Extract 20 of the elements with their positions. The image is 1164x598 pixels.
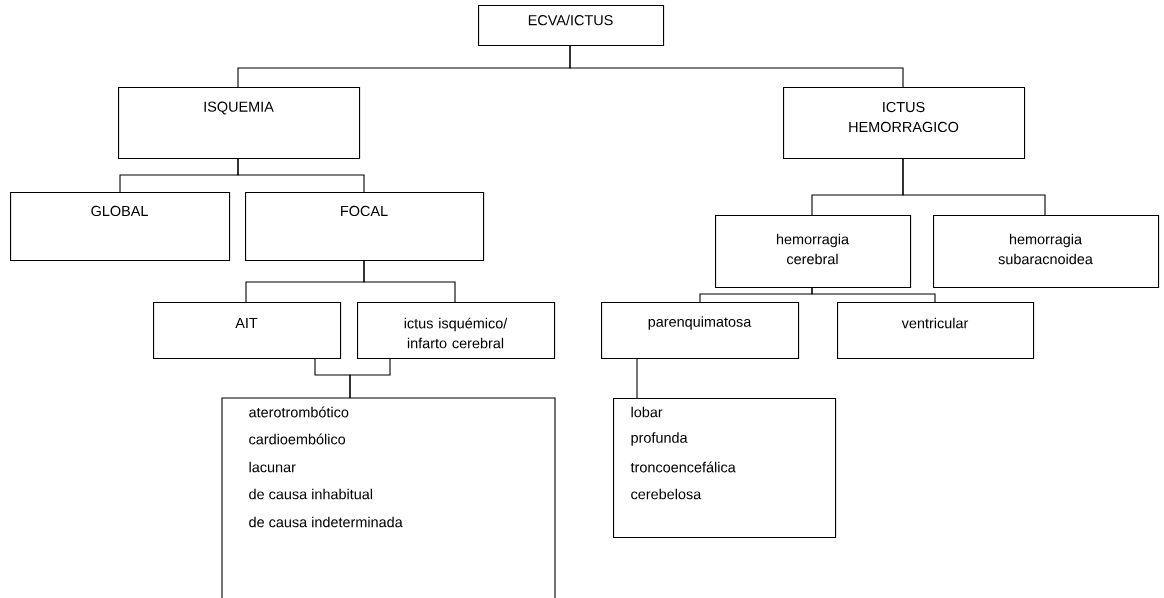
category-box: AIT <box>153 302 342 360</box>
connector-line <box>349 358 391 399</box>
category-box: ventricular <box>837 302 1035 360</box>
category-box: parenquimatosa <box>601 302 800 360</box>
list-box: lobar profunda troncoencefálica cerebelosa <box>613 398 837 539</box>
connector-line <box>902 158 1046 216</box>
list-box: aterotrombótico cardioembólico lacunar de causa inhabitual de causa indeterminada <box>221 397 556 598</box>
connector-line <box>811 287 936 303</box>
category-box: hemorragia cerebral <box>715 215 912 289</box>
connector-line <box>569 45 904 88</box>
category-box: FOCAL <box>245 192 485 262</box>
category-box: ICTUS HEMORRAGICO <box>783 87 1026 160</box>
category-box: GLOBAL <box>10 192 231 262</box>
connector-line <box>636 358 638 399</box>
connector-line <box>237 158 365 193</box>
category-box: ictus isquémico/ infarto cerebral <box>357 302 556 360</box>
connector-line <box>363 260 456 303</box>
category-box: hemorragia subaracnoidea <box>933 215 1160 289</box>
category-box: ISQUEMIA <box>118 87 361 160</box>
category-box: ECVA/ICTUS <box>478 5 665 47</box>
